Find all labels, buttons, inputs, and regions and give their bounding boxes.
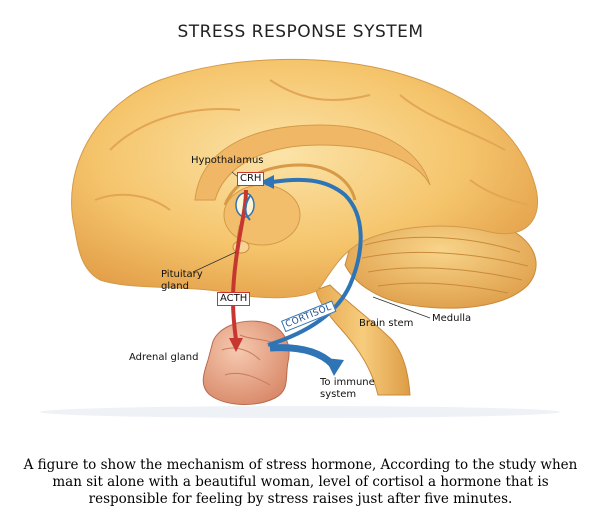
figure-caption: A figure to show the mechanism of stress… — [10, 457, 591, 508]
immune-system-arrow — [269, 344, 344, 376]
brain-stem-label: Brain stem — [359, 318, 414, 329]
caption-line-1: A figure to show the mechanism of stress… — [23, 457, 578, 473]
pituitary-leader — [192, 251, 237, 273]
hypothalamus-label: Hypothalamus — [191, 155, 264, 166]
immune-label-line2: system — [320, 389, 357, 400]
crh-label: CRH — [237, 172, 265, 186]
medulla-leader — [372, 296, 431, 319]
floor-shadow — [40, 406, 560, 418]
pituitary-label-line2: gland — [161, 281, 189, 292]
cortisol-feedback-arrow — [244, 175, 363, 347]
caption-line-2: man sit alone with a beautiful woman, le… — [52, 474, 549, 490]
diagram-title: STRESS RESPONSE SYSTEM — [177, 22, 424, 42]
adrenal-gland — [202, 320, 290, 405]
caption-line-3: responsible for feeling by stress raises… — [88, 491, 513, 507]
brain-stem — [315, 284, 411, 396]
medulla-label: Medulla — [432, 313, 472, 324]
brain-illustration — [40, 58, 560, 418]
immune-label-line1: To immune — [320, 377, 375, 388]
pituitary-label-line1: Pituitary — [161, 269, 203, 280]
acth-label: ACTH — [217, 292, 251, 306]
adrenal-gland-label: Adrenal gland — [129, 352, 199, 363]
